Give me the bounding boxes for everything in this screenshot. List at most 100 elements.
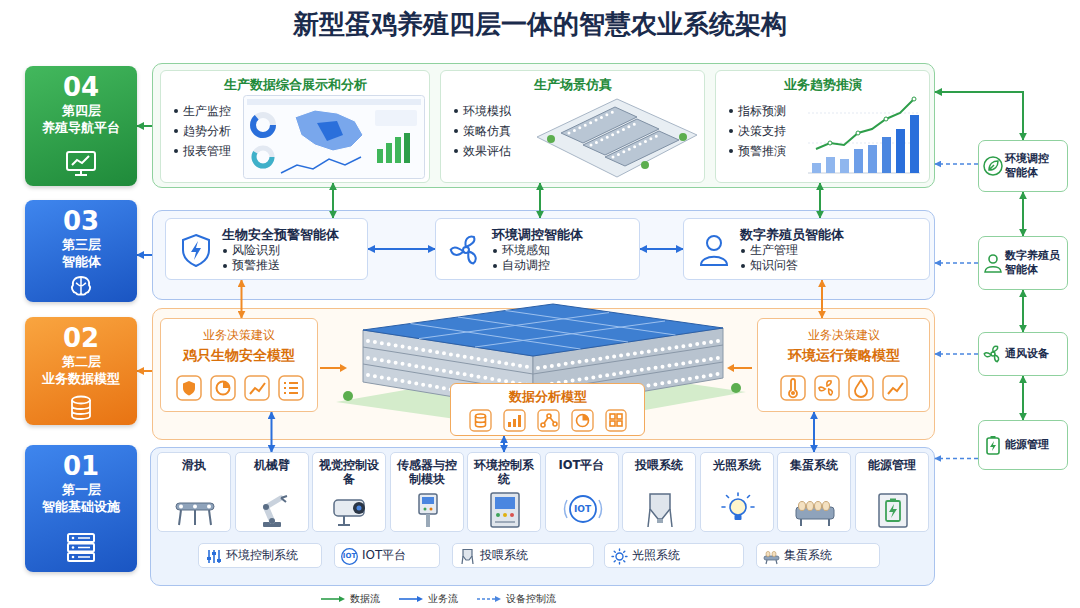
icon-part [217, 559, 221, 562]
node-text: 业务趋势推演 [716, 76, 929, 93]
icon-part [340, 364, 347, 372]
icon-part [612, 555, 614, 556]
icon-part [477, 598, 496, 600]
node-text: 数字养殖员 智能体 [1005, 249, 1065, 277]
node-text: 投喂系统 [625, 458, 693, 472]
node-text: 光照系统 [703, 458, 771, 472]
icon-part [984, 351, 991, 358]
icon-part [465, 237, 474, 247]
model-box: 数据分析模型 [450, 383, 645, 436]
icon-part [254, 148, 272, 166]
text-group: 光照系统 [632, 544, 740, 567]
shield-icon [178, 232, 214, 268]
icon-part [357, 506, 362, 511]
icon-part [800, 519, 802, 526]
icon-part [537, 99, 697, 177]
icon-part [279, 376, 303, 400]
database-icon [69, 395, 93, 421]
text-group: 光照系统 [703, 458, 771, 472]
icon-part [343, 391, 353, 401]
node-text: 第二层 [25, 353, 137, 370]
brain-icon [69, 274, 93, 298]
text-group: 通风设备 [1005, 333, 1065, 375]
node-text: 智能体 [25, 253, 137, 270]
icon-part [281, 157, 361, 173]
icon-part [808, 113, 920, 114]
icon-part [368, 375, 528, 403]
icon-part [503, 513, 507, 517]
icon-part [342, 548, 358, 564]
icon-part [284, 382, 286, 384]
node-text: 效果评估 [453, 141, 525, 161]
node-text: 生物安全预警智能体 [222, 226, 361, 243]
icon-part [657, 519, 663, 523]
legend-sample [398, 595, 424, 603]
layer-label: 02第二层业务数据模型 [25, 317, 137, 425]
device-card: 机械臂 [235, 452, 309, 532]
icon-part [419, 494, 437, 514]
icon-part [734, 515, 741, 520]
robot-arm-icon [251, 491, 295, 529]
node-text: 03 [25, 206, 137, 236]
text-group: IOT平台 [362, 544, 436, 567]
device-card: 投喂系统 [622, 452, 696, 532]
control-cabinet-icon [483, 491, 527, 529]
person-icon [696, 232, 732, 268]
icon-part [991, 436, 996, 438]
text-group: 环境控制系统 [226, 544, 318, 567]
node-text: 环境模拟 [453, 101, 525, 121]
model-icon-row [780, 375, 908, 403]
text-group: 数字养殖员 智能体 [1005, 237, 1065, 289]
icon-part [450, 244, 464, 257]
icon-part [518, 415, 521, 427]
model-box: 业务决策建议环境运行策略模型 [757, 318, 930, 412]
legend-item: 数据流 [320, 593, 380, 605]
icon-part [882, 137, 891, 173]
icon-part [766, 551, 770, 556]
icon-part [731, 383, 741, 393]
node-text: 04 [25, 72, 137, 102]
node-text: 第四层 [25, 102, 137, 119]
sun-icon [611, 548, 628, 565]
icon-part [253, 115, 273, 135]
node-text: 环境感知 [492, 243, 633, 258]
icon-part [610, 414, 615, 419]
layer-label: 04第四层养殖导航平台 [25, 66, 137, 186]
icon-group [819, 381, 834, 396]
icon-part [476, 416, 486, 427]
node-text: 集蛋系统 [784, 548, 832, 563]
icon-part [284, 392, 286, 394]
text-group: 业务决策建议鸡只生物安全模型 [161, 327, 317, 365]
node-text: 能源管理 [1005, 438, 1049, 452]
side-agent-box: 通风设备 [978, 332, 1068, 376]
icon-part [572, 410, 593, 431]
text-group: 01第一层智能基础设施 [25, 451, 137, 515]
icon-part [605, 131, 679, 166]
icon-part [781, 376, 805, 400]
layer-band: 业务决策建议鸡只生物安全模型数据分析模型 业务决策建议环境运行策略模型 [152, 308, 935, 440]
node-text: 01 [25, 451, 137, 481]
icon-part [987, 438, 999, 454]
icon-part [840, 159, 849, 173]
icon-part [538, 410, 559, 431]
model-box: 业务决策建议鸡只生物安全模型 [160, 318, 318, 412]
icon-part [799, 502, 806, 511]
icon-part [176, 503, 214, 510]
node-text: 策略仿真 [453, 121, 525, 141]
node-text: 生产场景仿真 [441, 76, 704, 93]
icon-part [321, 598, 340, 600]
icon-part [533, 345, 723, 374]
icon-part [819, 385, 826, 391]
icon-part [191, 241, 201, 260]
icon-part [889, 504, 897, 518]
icon-part [72, 537, 75, 540]
icon-part [789, 379, 797, 397]
icon-part [827, 389, 834, 395]
icon-part [772, 551, 776, 556]
legend-text: 数据流 [350, 593, 380, 605]
text-group: 环境控制系统 [470, 458, 538, 486]
node-text: IOT平台 [548, 458, 616, 472]
icon-part [317, 121, 343, 141]
icon-part [734, 367, 752, 369]
icon-part [984, 157, 1002, 175]
